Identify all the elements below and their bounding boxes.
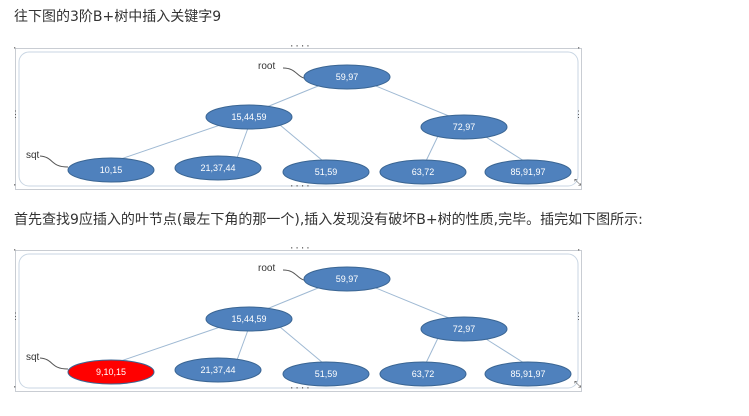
resize-handle-left[interactable]: ⋮: [11, 312, 20, 322]
edge-right-leaf4: [425, 135, 439, 162]
edge-left-leaf3: [279, 326, 324, 364]
resize-handle-top-left[interactable]: ·: [12, 246, 18, 256]
root-label: root: [258, 61, 275, 72]
edge-left-leaf1: [111, 122, 227, 163]
tree-leaf-4-label: 63,72: [412, 369, 435, 379]
tree-leaf-3-label: 51,59: [315, 369, 338, 379]
tree-leaf-3-label: 51,59: [315, 167, 338, 177]
explanation-paragraph: 首先查找9应插入的叶节点(最左下角的那一个),插入发现没有破坏B+树的性质,完毕…: [14, 212, 643, 228]
tree-leaf-1: [67, 157, 155, 183]
resize-handle-bottom-left[interactable]: ·: [12, 181, 18, 191]
tree-node-internal-left-label: 15,44,59: [231, 314, 266, 324]
edge-left-leaf2: [236, 127, 249, 159]
tree-node-root-label: 59,97: [336, 72, 359, 82]
sqt-pointer-arrow: [39, 155, 69, 168]
tree-node-internal-left-label: 15,44,59: [231, 112, 266, 122]
resize-handle-bottom[interactable]: ····: [289, 182, 311, 192]
edge-right-leaf4: [425, 337, 439, 364]
tree-leaf-4-label: 63,72: [412, 167, 435, 177]
tree-leaf-5: [484, 361, 572, 387]
tree-node-root: [303, 266, 391, 292]
resize-handle-bottom-right[interactable]: ⤡: [574, 178, 582, 188]
resize-handle-right[interactable]: ⋮: [574, 312, 583, 322]
tree-leaf-2-label: 21,37,44: [200, 365, 235, 375]
intro-paragraph: 往下图的3阶B+树中插入关键字9: [14, 9, 222, 25]
tree-node-internal-right: [420, 114, 508, 140]
resize-handle-top[interactable]: ····: [289, 42, 311, 52]
tree-node-root-label: 59,97: [336, 274, 359, 284]
edge-left-leaf2: [236, 329, 249, 361]
tree-diagram-after: root sqt 59,97 15,44,59 72,97 9,10,15 21…: [18, 253, 579, 389]
resize-handle-left[interactable]: ⋮: [11, 110, 20, 120]
edge-right-leaf5: [485, 136, 525, 162]
tree-node-internal-right-label: 72,97: [453, 122, 476, 132]
tree-leaf-5-label: 85,91,97: [510, 369, 545, 379]
tree-leaf-2-label: 21,37,44: [200, 163, 235, 173]
resize-handle-right[interactable]: ⋮: [574, 110, 583, 120]
sqt-pointer-arrow: [39, 357, 69, 370]
tree-leaf-2: [174, 357, 262, 383]
tree-leaf-3: [282, 159, 370, 185]
tree-diagram-before: root sqt 59,97 15,44,59 72,97 10,15 21,3…: [18, 51, 579, 187]
tree-leaf-1-highlighted: [67, 359, 155, 385]
edge-left-leaf3: [279, 124, 324, 162]
tree-leaf-3: [282, 361, 370, 387]
edge-left-leaf1: [111, 324, 227, 365]
tree-node-internal-left: [205, 306, 293, 332]
sqt-label: sqt: [26, 150, 40, 161]
tree-node-internal-right-label: 72,97: [453, 324, 476, 334]
resize-handle-bottom-left[interactable]: ·: [12, 383, 18, 393]
tree-node-internal-right: [420, 316, 508, 342]
tree-leaf-4: [379, 159, 467, 185]
tree-node-internal-left: [205, 104, 293, 130]
tree-leaf-2: [174, 155, 262, 181]
tree-leaf-4: [379, 361, 467, 387]
tree-leaf-5-label: 85,91,97: [510, 167, 545, 177]
tree-leaf-5: [484, 159, 572, 185]
sqt-label: sqt: [26, 352, 40, 363]
figure-inner-frame: [18, 51, 579, 187]
tree-leaf-1-label: 10,15: [100, 165, 123, 175]
resize-handle-bottom[interactable]: ····: [289, 384, 311, 394]
tree-leaf-1-label: 9,10,15: [96, 367, 126, 377]
resize-handle-top-right[interactable]: ·: [576, 246, 582, 256]
bplus-tree-figure-after[interactable]: root sqt 59,97 15,44,59 72,97 9,10,15 21…: [11, 245, 583, 394]
bplus-tree-figure-before[interactable]: root sqt 59,97 15,44,59 72,97 10,15 21,3…: [11, 43, 583, 192]
tree-node-root: [303, 64, 391, 90]
resize-handle-top[interactable]: ····: [289, 244, 311, 254]
edge-right-leaf5: [485, 338, 525, 364]
root-label: root: [258, 263, 275, 274]
resize-handle-bottom-right[interactable]: ⤡: [574, 380, 582, 390]
resize-handle-top-left[interactable]: ·: [12, 44, 18, 54]
resize-handle-top-right[interactable]: ·: [576, 44, 582, 54]
figure-inner-frame: [18, 253, 579, 389]
